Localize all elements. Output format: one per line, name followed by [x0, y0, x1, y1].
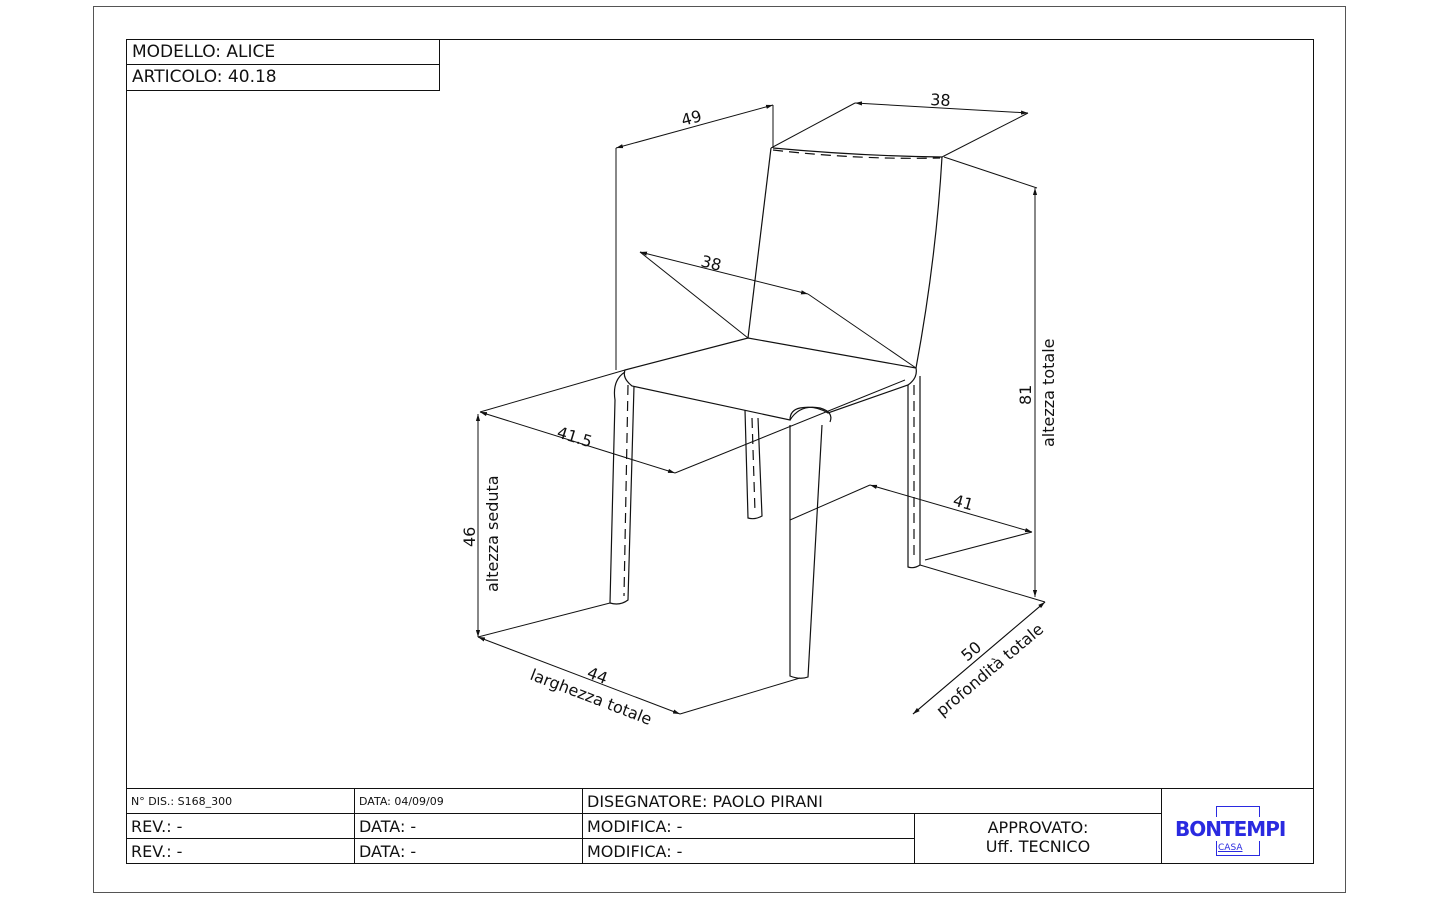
model-header: MODELLO: ALICE ARTICOLO: 40.18 — [127, 40, 440, 91]
revision-date-2: DATA: - — [355, 839, 583, 864]
approved-by: Uff. TECNICO — [985, 837, 1091, 856]
drawing-date: DATA: 04/09/09 — [355, 789, 583, 814]
article-number: ARTICOLO: 40.18 — [132, 67, 277, 87]
approval: APPROVATO: Uff. TECNICO — [915, 814, 1162, 864]
dim-total-depth: 50 — [957, 637, 985, 665]
label-total-height: altezza totale — [1039, 339, 1058, 447]
drawing-number: N° DIS.: S168_300 — [127, 789, 355, 814]
dim-leg-span: 41 — [951, 491, 976, 515]
dim-total-width: 44 — [585, 663, 611, 688]
revision-2: REV.: - — [127, 839, 355, 864]
model-name: MODELLO: ALICE — [127, 40, 439, 65]
designer: DISEGNATORE: PAOLO PIRANI — [583, 789, 1162, 814]
bontempi-logo: BONTEMPI CASA — [1162, 790, 1314, 864]
title-block: N° DIS.: S168_300 DATA: 04/09/09 DISEGNA… — [127, 788, 1314, 864]
label-total-depth: profondità totale — [932, 619, 1047, 720]
chair-outline — [609, 147, 943, 679]
dim-seat-height: 46 — [460, 527, 479, 547]
dimension-lines — [475, 101, 1046, 715]
approved-label: APPROVATO: — [987, 818, 1089, 837]
dim-depth-back: 49 — [679, 106, 704, 130]
revision-1: REV.: - — [127, 814, 355, 839]
drawing-frame — [126, 39, 1314, 864]
dim-seat-width: 38 — [699, 251, 723, 274]
logo-subtext: CASA — [1218, 843, 1243, 853]
dim-back-width: 38 — [930, 90, 951, 110]
revision-date-1: DATA: - — [355, 814, 583, 839]
drawing-sheet — [93, 6, 1346, 893]
dim-seat-depth: 41.5 — [555, 423, 595, 452]
modification-2: MODIFICA: - — [583, 839, 915, 864]
modification-1: MODIFICA: - — [583, 814, 915, 839]
label-seat-height: altezza seduta — [483, 475, 502, 592]
logo-text: BONTEMPI — [1174, 817, 1286, 841]
dim-total-height: 81 — [1016, 385, 1035, 405]
